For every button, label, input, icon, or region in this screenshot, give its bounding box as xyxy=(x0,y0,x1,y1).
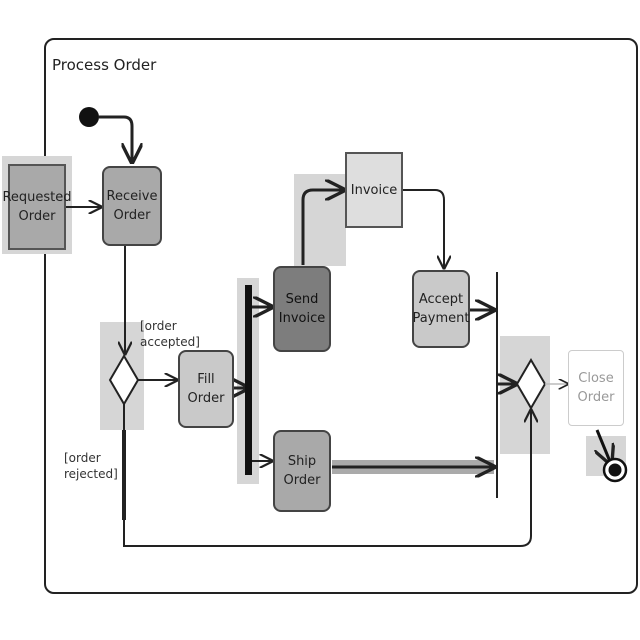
guard-order-rejected: [order rejected] xyxy=(64,451,118,481)
object-requested-order: Requested Order xyxy=(2,164,72,250)
fork-bar xyxy=(245,285,252,475)
edge-rejected-merge xyxy=(123,404,531,547)
guard-order-accepted: [order accepted] xyxy=(140,319,200,349)
edge-send-invoice xyxy=(301,190,344,265)
action-accept-payment: Accept Payment xyxy=(412,270,470,348)
final-node-core xyxy=(608,463,622,477)
action-send-invoice: Send Invoice xyxy=(273,266,331,352)
edge-close-final xyxy=(597,429,611,464)
diagram-title: Process Order xyxy=(52,56,157,74)
activity-frame xyxy=(44,38,638,594)
merge-node xyxy=(515,358,547,410)
edge-initial-receive xyxy=(99,115,132,162)
initial-node xyxy=(79,107,99,127)
object-invoice: Invoice xyxy=(345,152,403,228)
decision-node xyxy=(108,354,140,406)
action-receive-order: Receive Order xyxy=(102,166,162,246)
edge-invoice-accept xyxy=(403,189,444,268)
action-ship-order: Ship Order xyxy=(273,430,331,512)
action-fill-order: Fill Order xyxy=(178,350,234,428)
action-close-order: Close Order xyxy=(568,350,624,426)
join-bar xyxy=(496,272,498,498)
